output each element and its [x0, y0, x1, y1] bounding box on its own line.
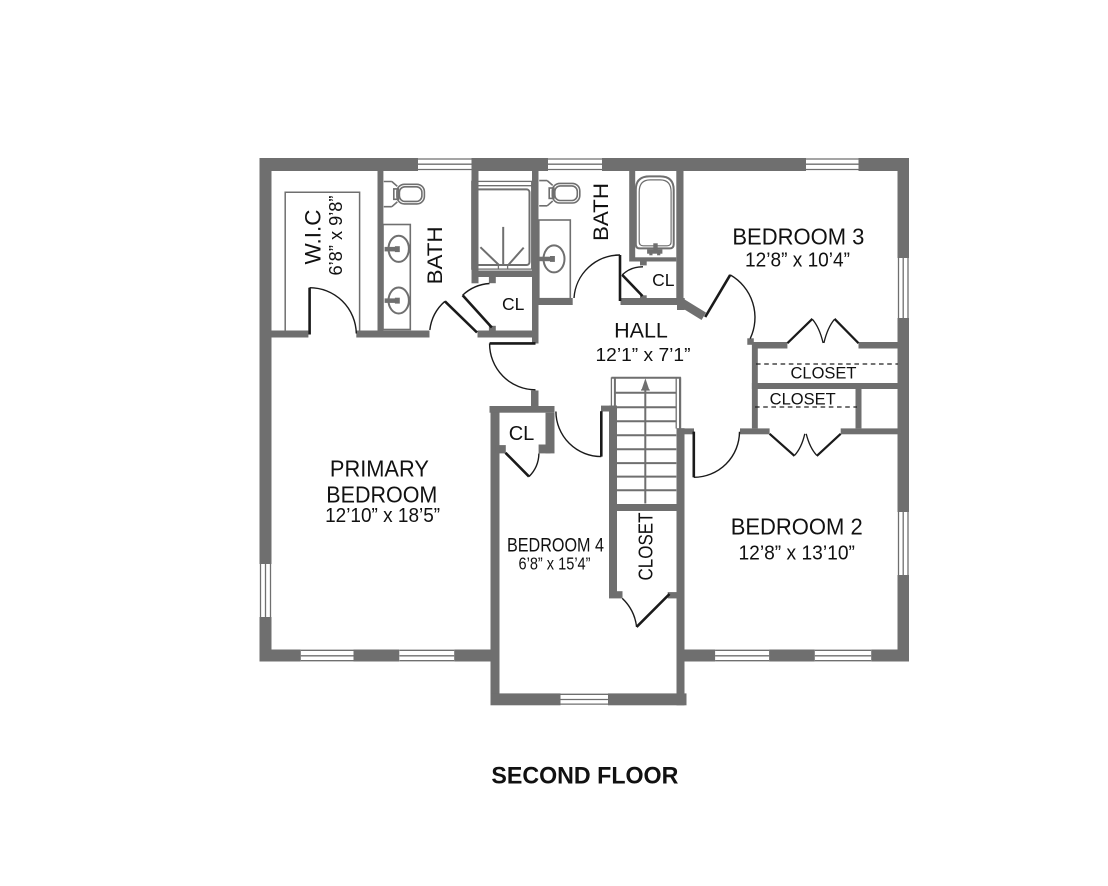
svg-text:CLOSET: CLOSET — [636, 513, 658, 581]
svg-text:12’10” x 18’5”: 12’10” x 18’5” — [325, 504, 440, 527]
svg-text:12’8” x 13’10”: 12’8” x 13’10” — [738, 541, 855, 564]
svg-text:6’8” x 15’4”: 6’8” x 15’4” — [519, 553, 591, 573]
svg-text:CL: CL — [652, 270, 675, 290]
svg-text:BEDROOM 2: BEDROOM 2 — [731, 513, 863, 539]
svg-text:PRIMARY: PRIMARY — [330, 455, 429, 481]
svg-text:BATH: BATH — [423, 226, 447, 284]
svg-text:6’8” x 9’8”: 6’8” x 9’8” — [326, 195, 346, 275]
svg-text:BEDROOM 4: BEDROOM 4 — [507, 534, 604, 556]
svg-text:W.I.C: W.I.C — [301, 210, 326, 265]
svg-text:CL: CL — [502, 294, 525, 314]
svg-text:CLOSET: CLOSET — [790, 365, 856, 383]
svg-text:BATH: BATH — [589, 183, 613, 241]
svg-text:12’1” x 7’1”: 12’1” x 7’1” — [596, 344, 691, 365]
svg-text:12’8” x 10’4”: 12’8” x 10’4” — [745, 249, 850, 272]
svg-text:CL: CL — [509, 423, 535, 445]
svg-text:BEDROOM: BEDROOM — [326, 481, 437, 507]
svg-text:SECOND FLOOR: SECOND FLOOR — [491, 762, 678, 789]
svg-text:CLOSET: CLOSET — [770, 391, 836, 409]
svg-text:BEDROOM 3: BEDROOM 3 — [732, 223, 864, 249]
svg-text:HALL: HALL — [614, 319, 668, 343]
